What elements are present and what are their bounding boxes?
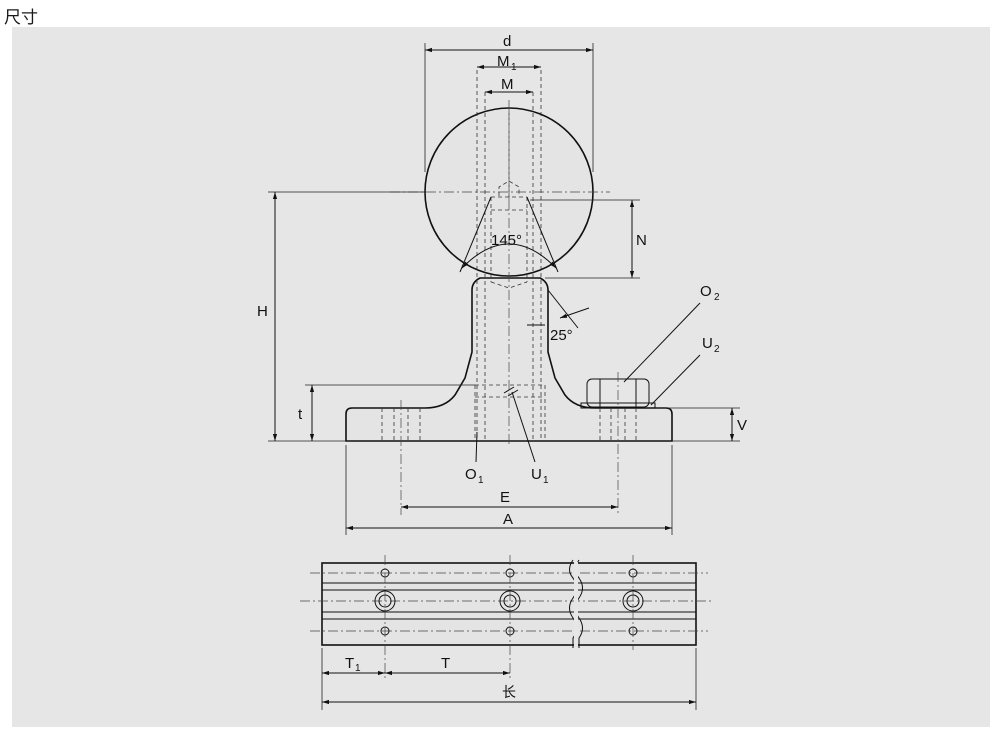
u2-sub: 2 xyxy=(714,344,720,355)
dim-t1-sub: 1 xyxy=(355,663,361,674)
page-title: 尺寸 xyxy=(4,8,38,28)
o1-sub: 1 xyxy=(478,475,484,486)
dim-length-label: 长 xyxy=(502,685,516,701)
top-view xyxy=(300,555,712,678)
dim-a-label: A xyxy=(503,511,513,528)
dim-d-label: d xyxy=(503,33,511,50)
u1-label: U xyxy=(531,466,542,483)
dim-t-pitch-label: T xyxy=(441,655,450,672)
o1-label: O xyxy=(465,466,477,483)
dim-t1-label: T xyxy=(345,655,354,672)
front-dimensions xyxy=(268,43,740,535)
dim-m-label: M xyxy=(501,76,514,93)
top-dimensions xyxy=(321,648,697,710)
o2-sub: 2 xyxy=(714,292,720,303)
dim-v-label: V xyxy=(737,417,747,434)
o2-label: O xyxy=(700,283,712,300)
front-view xyxy=(345,70,673,515)
dim-e-label: E xyxy=(500,489,510,506)
dim-n-label: N xyxy=(636,232,647,249)
angle-145-label: 145° xyxy=(491,232,522,249)
angle-25-label: 25° xyxy=(550,327,573,344)
u1-sub: 1 xyxy=(543,475,549,486)
dim-m1-label: M xyxy=(497,53,510,70)
dim-t-label: t xyxy=(298,406,303,423)
rail-outline xyxy=(321,562,697,646)
right-bolt xyxy=(580,372,656,515)
dim-m1-sub: 1 xyxy=(511,62,517,73)
left-hole-hidden xyxy=(381,400,421,515)
u2-label: U xyxy=(702,335,713,352)
dim-h-label: H xyxy=(257,303,268,320)
